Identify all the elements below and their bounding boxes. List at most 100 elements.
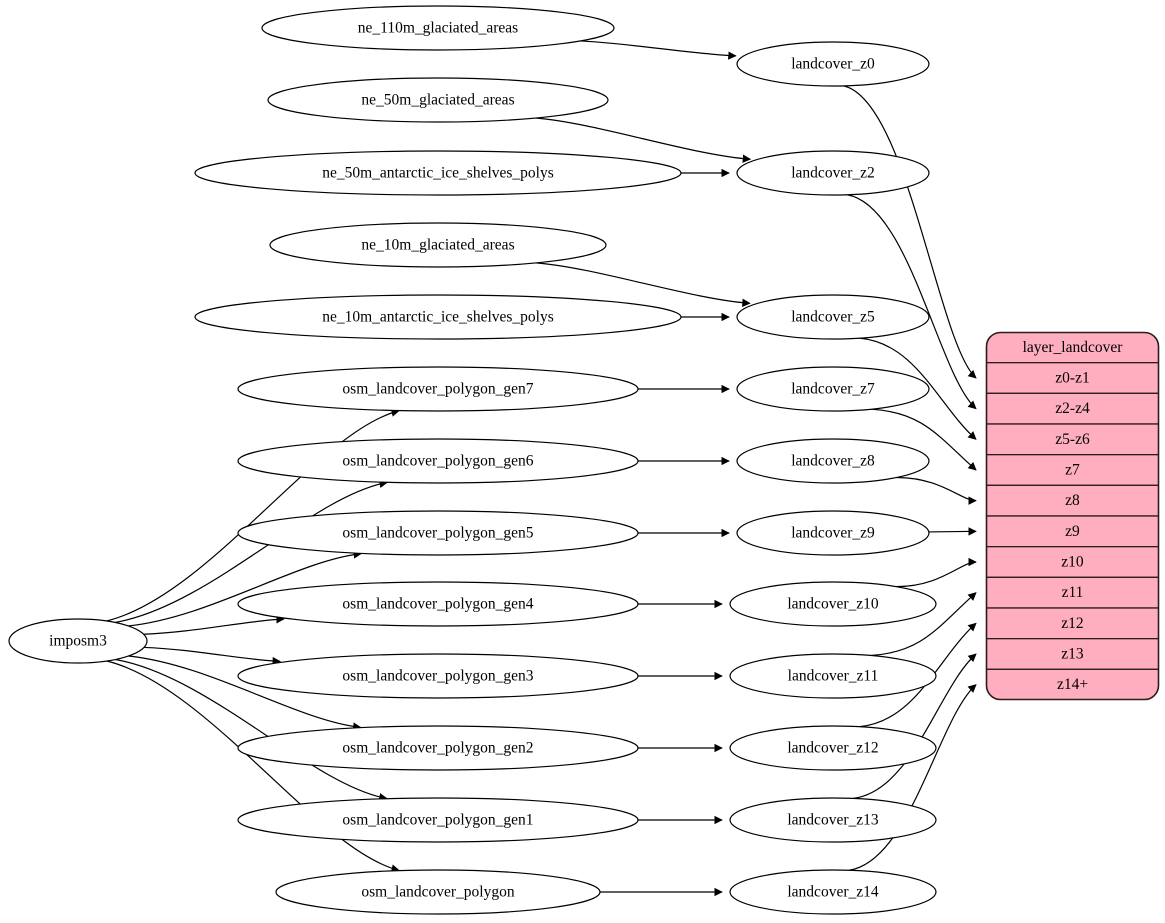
node-landcover_z11[interactable]: landcover_z11 <box>729 653 937 699</box>
node-label: landcover_z10 <box>787 596 878 613</box>
edge-imposm3-to-osm_landcover_polygon_gen3 <box>143 646 281 666</box>
source-table-ellipse <box>237 438 639 484</box>
node-osm_landcover_polygon_gen7[interactable]: osm_landcover_polygon_gen7 <box>237 366 639 412</box>
edge-imposm3-to-osm_landcover_polygon_gen5 <box>128 550 362 627</box>
table-row-cell[interactable] <box>986 576 1159 609</box>
source-table-ellipse <box>267 77 609 123</box>
node-label: osm_landcover_polygon <box>361 884 515 901</box>
node-osm_landcover_polygon_gen2[interactable]: osm_landcover_polygon_gen2 <box>237 725 639 771</box>
layer-ellipse <box>736 366 930 412</box>
node-label: landcover_z13 <box>787 812 878 829</box>
node-osm_landcover_polygon_gen1[interactable]: osm_landcover_polygon_gen1 <box>237 797 639 843</box>
layer-ellipse <box>729 581 937 627</box>
source-table-ellipse <box>275 869 601 915</box>
layer-ellipse <box>729 725 937 771</box>
source-table-ellipse <box>237 725 639 771</box>
node-landcover_z13[interactable]: landcover_z13 <box>729 797 937 843</box>
table-row-label: z7 <box>1065 462 1080 479</box>
table-header-label: layer_landcover <box>1023 339 1124 356</box>
node-label: osm_landcover_polygon_gen4 <box>342 596 533 613</box>
node-label: osm_landcover_polygon_gen7 <box>342 381 533 398</box>
layer-ellipse <box>736 41 930 87</box>
layer-landcover-table: layer_landcoverz0-z1z2-z4z5-z6z7z8z9z10z… <box>986 332 1159 700</box>
table-row-cell[interactable] <box>986 392 1159 425</box>
node-label: landcover_z8 <box>791 453 875 470</box>
node-label: osm_landcover_polygon_gen3 <box>342 668 533 685</box>
node-landcover_z9[interactable]: landcover_z9 <box>736 510 930 556</box>
node-osm_landcover_polygon_gen3[interactable]: osm_landcover_polygon_gen3 <box>237 653 639 699</box>
edge-imposm3-to-osm_landcover_polygon_gen7 <box>106 408 400 622</box>
node-label: landcover_z9 <box>791 525 875 542</box>
node-landcover_z10[interactable]: landcover_z10 <box>729 581 937 627</box>
importer-ellipse <box>8 618 148 664</box>
node-landcover_z2[interactable]: landcover_z2 <box>736 150 930 196</box>
edge-ne_10m_glaciated_areas-to-landcover_z5 <box>535 262 751 307</box>
node-label: ne_10m_antarctic_ice_shelves_polys <box>322 309 554 326</box>
table-row-label: z11 <box>1062 584 1084 601</box>
node-landcover_z5[interactable]: landcover_z5 <box>736 294 930 340</box>
table-row-label: z9 <box>1065 523 1080 540</box>
table-row-label: z2-z4 <box>1055 400 1090 417</box>
table-row-cell[interactable] <box>986 454 1159 486</box>
source-table-ellipse <box>237 653 639 699</box>
node-label: landcover_z14 <box>787 884 878 901</box>
source-table-ellipse <box>261 5 615 51</box>
edge-imposm3-to-osm_landcover_polygon_gen2 <box>128 655 362 731</box>
table-row-cell[interactable] <box>986 546 1159 578</box>
node-landcover_z12[interactable]: landcover_z12 <box>729 725 937 771</box>
node-label: landcover_z0 <box>791 56 875 73</box>
source-table-ellipse <box>194 294 682 340</box>
edge-imposm3-to-osm_landcover_polygon <box>106 660 400 873</box>
node-landcover_z14[interactable]: landcover_z14 <box>729 869 937 915</box>
table-row-label: z0-z1 <box>1055 370 1089 387</box>
table-outline <box>985 331 1160 701</box>
node-label: landcover_z2 <box>791 165 875 182</box>
node-osm_landcover_polygon[interactable]: osm_landcover_polygon <box>275 869 601 915</box>
node-landcover_z0[interactable]: landcover_z0 <box>736 41 930 87</box>
source-table-ellipse <box>269 222 607 268</box>
layer-ellipse <box>736 510 930 556</box>
edge-landcover_z10-to-z10 <box>896 557 977 588</box>
edge-layer <box>106 40 977 897</box>
table-row-cell[interactable] <box>986 515 1159 548</box>
layer-ellipse <box>729 869 937 915</box>
edge-imposm3-to-osm_landcover_polygon_gen6 <box>114 479 388 624</box>
layer-ellipse <box>736 150 930 196</box>
source-table-ellipse <box>237 510 639 556</box>
node-osm_landcover_polygon_gen6[interactable]: osm_landcover_polygon_gen6 <box>237 438 639 484</box>
table-header-cell[interactable] <box>986 332 1159 364</box>
edge-landcover_z7-to-z7 <box>871 408 977 471</box>
node-label: imposm3 <box>49 633 107 650</box>
source-table-ellipse <box>237 581 639 627</box>
node-label: osm_landcover_polygon_gen5 <box>342 525 533 542</box>
edge-landcover_z8-to-z8 <box>896 476 977 505</box>
edge-landcover_z11-to-z11 <box>870 592 977 657</box>
node-ne_10m_glaciated_areas[interactable]: ne_10m_glaciated_areas <box>269 222 607 268</box>
table-row-cell[interactable] <box>986 638 1159 670</box>
node-label: osm_landcover_polygon_gen1 <box>342 812 533 829</box>
edge-landcover_z5-to-z5-z6 <box>859 337 977 440</box>
layer-ellipse <box>736 294 930 340</box>
node-label: landcover_z12 <box>787 740 878 757</box>
table-row-label: z8 <box>1065 492 1080 509</box>
node-landcover_z8[interactable]: landcover_z8 <box>736 438 930 484</box>
table-row-cell[interactable] <box>986 362 1159 394</box>
edge-landcover_z9-to-z9 <box>928 527 977 536</box>
node-label: osm_landcover_polygon_gen2 <box>342 740 533 757</box>
node-landcover_z7[interactable]: landcover_z7 <box>736 366 930 412</box>
table-row-label: z13 <box>1061 646 1084 663</box>
node-ne_10m_antarctic_ice_shelves_polys[interactable]: ne_10m_antarctic_ice_shelves_polys <box>194 294 682 340</box>
table-layer: layer_landcoverz0-z1z2-z4z5-z6z7z8z9z10z… <box>985 331 1160 701</box>
node-label: landcover_z5 <box>791 309 875 326</box>
layer-ellipse <box>736 438 930 484</box>
node-ne_110m_glaciated_areas[interactable]: ne_110m_glaciated_areas <box>261 5 615 51</box>
node-imposm3[interactable]: imposm3 <box>8 618 148 664</box>
source-table-ellipse <box>237 366 639 412</box>
node-ne_50m_antarctic_ice_shelves_polys[interactable]: ne_50m_antarctic_ice_shelves_polys <box>194 150 682 196</box>
edge-landcover_z13-to-z13 <box>852 653 977 800</box>
node-osm_landcover_polygon_gen4[interactable]: osm_landcover_polygon_gen4 <box>237 581 639 627</box>
node-ne_50m_glaciated_areas[interactable]: ne_50m_glaciated_areas <box>267 77 609 123</box>
node-osm_landcover_polygon_gen5[interactable]: osm_landcover_polygon_gen5 <box>237 510 639 556</box>
